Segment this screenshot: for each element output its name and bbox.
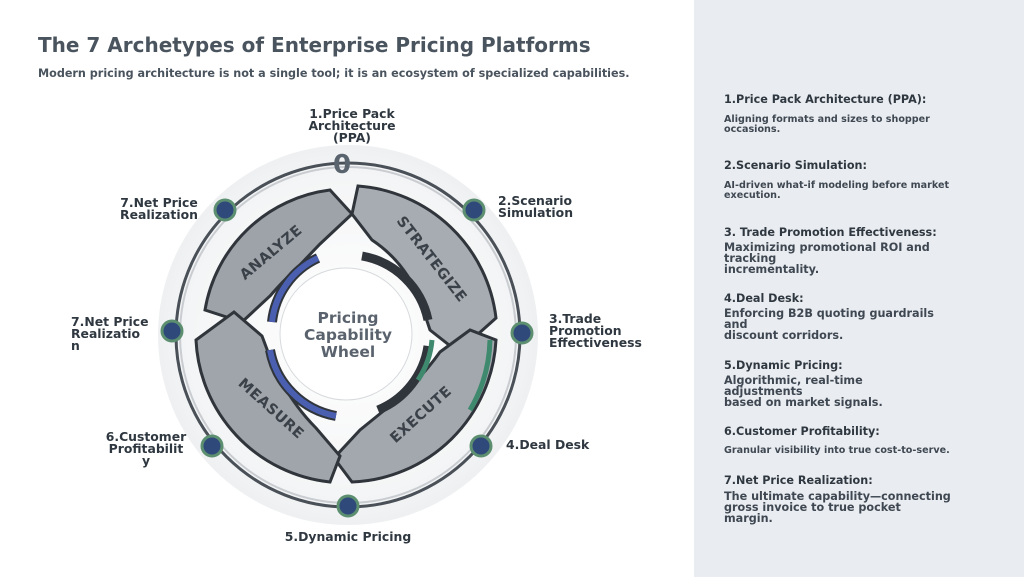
list-item-desc: Aligning formats and sizes to shopper oc… — [724, 114, 930, 135]
pricing-capability-wheel: Pricing Capability Wheel ANALYZE STRATEG… — [158, 145, 538, 525]
node-label-dynamic: 5.Dynamic Pricing — [284, 529, 412, 544]
main-area: The 7 Archetypes of Enterprise Pricing P… — [38, 33, 642, 544]
list-item-npr: 7.Net Price Realization: The ultimate ca… — [724, 474, 964, 524]
node-label-npr-left: 7.Net Price Realizatio n — [71, 314, 149, 353]
node-dot-customer — [200, 434, 224, 458]
execute-inner-arc — [376, 345, 433, 415]
node-label-ppa: 1.Price Pack Architecture (PPA) — [308, 106, 396, 145]
list-item-ppa: 1.Price Pack Architecture (PPA): Alignin… — [724, 93, 964, 135]
list-item-trade: 3. Trade Promotion Effectiveness: Maximi… — [724, 226, 964, 275]
center-label-line-1: Pricing — [318, 309, 379, 327]
page-title: The 7 Archetypes of Enterprise Pricing P… — [38, 33, 591, 57]
list-item-desc: Maximizing promotional ROI and tracking … — [724, 241, 930, 276]
list-item-heading: 2.Scenario Simulation: — [724, 159, 867, 172]
page-subtitle: Modern pricing architecture is not a sin… — [38, 67, 630, 80]
node-dot-npr-top — [213, 198, 237, 222]
execute-outer-arc-green — [467, 339, 493, 412]
analyze-inner-arc-blue — [269, 255, 320, 323]
list-item-deal: 4.Deal Desk: Enforcing B2B quoting guard… — [724, 292, 964, 341]
node-dot-deal — [469, 434, 493, 458]
analyze-band — [203, 188, 355, 324]
list-item-desc: Algorithmic, real-time adjustments based… — [724, 374, 883, 409]
list-item-desc: Granular visibility into true cost-to-se… — [724, 445, 950, 456]
list-item-heading: 6.Customer Profitability: — [724, 425, 880, 438]
capability-list-panel: 1.Price Pack Architecture (PPA): Alignin… — [694, 0, 1024, 577]
list-item-desc: AI-driven what-if modeling before market… — [724, 180, 950, 201]
strategize-band — [350, 184, 498, 354]
list-item-heading: 4.Deal Desk: — [724, 292, 804, 305]
node-dot-scenario — [462, 198, 486, 222]
strategize-inner-arc — [361, 251, 433, 322]
node-label-trade: 3.Trade Promotion Effectiveness — [549, 311, 642, 350]
execute-inner-arc-green — [415, 339, 435, 382]
measure-band — [194, 310, 342, 484]
list-item-heading: 5.Dynamic Pricing: — [724, 359, 843, 372]
list-item-heading: 1.Price Pack Architecture (PPA): — [724, 93, 927, 106]
list-item-scenario: 2.Scenario Simulation: AI-driven what-if… — [724, 159, 964, 201]
center-disc — [279, 267, 413, 401]
list-item-dynamic: 5.Dynamic Pricing: Algorithmic, real-tim… — [724, 359, 964, 408]
node-label-customer: 6.Customer Profitabilit y — [105, 429, 187, 468]
node-label-npr-top: 7.Net Price Realization — [120, 195, 198, 222]
node-dot-trade — [510, 321, 534, 345]
list-item-customer: 6.Customer Profitability: Granular visib… — [724, 425, 964, 456]
list-item-heading: 7.Net Price Realization: — [724, 474, 873, 487]
node-label-scenario: 2.Scenario Simulation — [498, 193, 574, 220]
node-dot-dynamic — [336, 494, 360, 518]
center-label-line-3: Wheel — [321, 343, 375, 361]
list-item-desc: The ultimate capability—connecting gross… — [724, 490, 951, 525]
segment-bands — [194, 184, 498, 484]
node-dots — [160, 198, 534, 518]
zero-mark: 0 — [333, 150, 351, 180]
node-dot-npr-left — [160, 319, 184, 343]
measure-inner-arc-blue — [267, 349, 337, 419]
node-label-deal: 4.Deal Desk — [506, 437, 590, 452]
list-item-heading: 3. Trade Promotion Effectiveness: — [724, 226, 937, 239]
list-item-desc: Enforcing B2B quoting guardrails and dis… — [724, 307, 934, 342]
center-label-line-2: Capability — [304, 326, 392, 344]
